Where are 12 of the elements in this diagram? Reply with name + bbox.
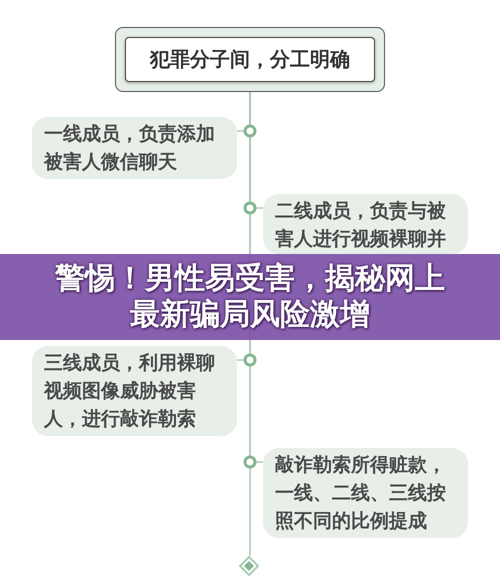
topic-box — [263, 194, 468, 254]
root-topic-title: 犯罪分子间，分工明确 — [125, 37, 375, 82]
root-topic-frame — [115, 27, 385, 92]
headline-overlay: 警惕！男性易受害，揭秘网上最新骗局风险激增 — [0, 254, 500, 340]
end-diamond — [239, 556, 259, 576]
topic-box — [32, 346, 237, 436]
topic-text: 三线成员，利用裸聊视频图像威胁被害人，进行敲诈勒索 — [44, 351, 216, 432]
topic-box — [32, 117, 237, 179]
topic-text: 二线成员，负责与被害人进行视频裸聊并 — [275, 199, 447, 252]
topic-box — [263, 448, 468, 538]
topic-text: 一线成员，负责添加被害人微信聊天 — [44, 122, 216, 175]
topic-text: 敲诈勒索所得赃款，一线、二线、三线按照不同的比例提成 — [275, 453, 447, 534]
